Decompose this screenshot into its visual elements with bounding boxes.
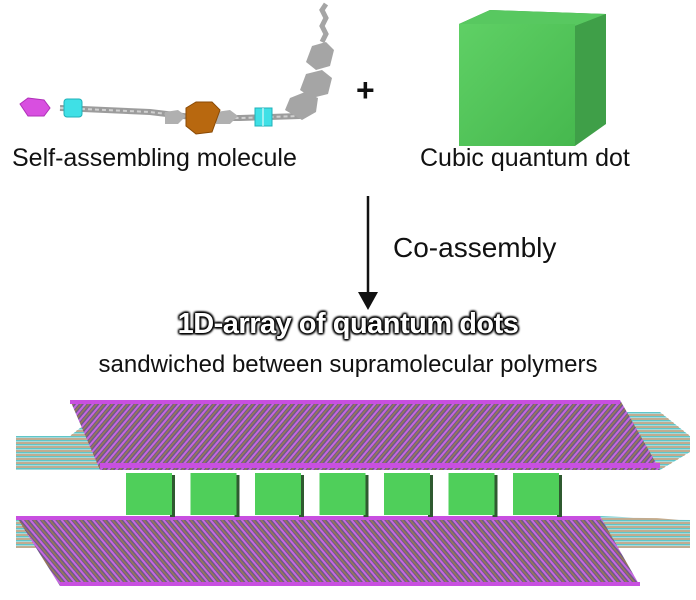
- quantum-dot-shadow: [363, 475, 369, 517]
- quantum-dot: [319, 473, 366, 515]
- quantum-dot-shadow: [234, 475, 240, 517]
- quantum-dot-label: Cubic quantum dot: [420, 144, 630, 172]
- quantum-dot-shadow: [557, 475, 562, 517]
- upper-supramolecular-polymer: [16, 400, 690, 470]
- co-assembly-label: Co-assembly: [393, 232, 557, 263]
- quantum-dot-array: [126, 473, 562, 517]
- magenta-unit: [19, 97, 51, 117]
- quantum-dot-shadow: [428, 475, 433, 517]
- result-subtitle: sandwiched between supramolecular polyme…: [98, 351, 598, 378]
- quantum-dot-shadow: [299, 475, 304, 517]
- co-assembly-arrow: [358, 196, 378, 310]
- quantum-dot: [255, 473, 301, 515]
- cyan-unit-left: [63, 98, 83, 118]
- quantum-dot-shadow: [492, 475, 498, 517]
- quantum-dot: [384, 473, 430, 515]
- alkyl-chain: [319, 2, 329, 44]
- result-title: 1D-array of quantum dots: [177, 308, 519, 340]
- quantum-dot: [190, 473, 237, 515]
- lower-supramolecular-polymer: [16, 516, 690, 586]
- quantum-dot: [126, 473, 172, 515]
- molecule-label: Self-assembling molecule: [12, 144, 297, 172]
- quantum-dot: [513, 473, 559, 515]
- orange-core-unit: [185, 101, 221, 135]
- quantum-dot-shadow: [170, 475, 175, 517]
- quantum-dot: [448, 473, 495, 515]
- cubic-quantum-dot: [459, 10, 606, 146]
- plus-sign: +: [356, 72, 375, 108]
- self-assembling-molecule: [19, 2, 334, 135]
- alkyl-ring-1: [285, 92, 318, 120]
